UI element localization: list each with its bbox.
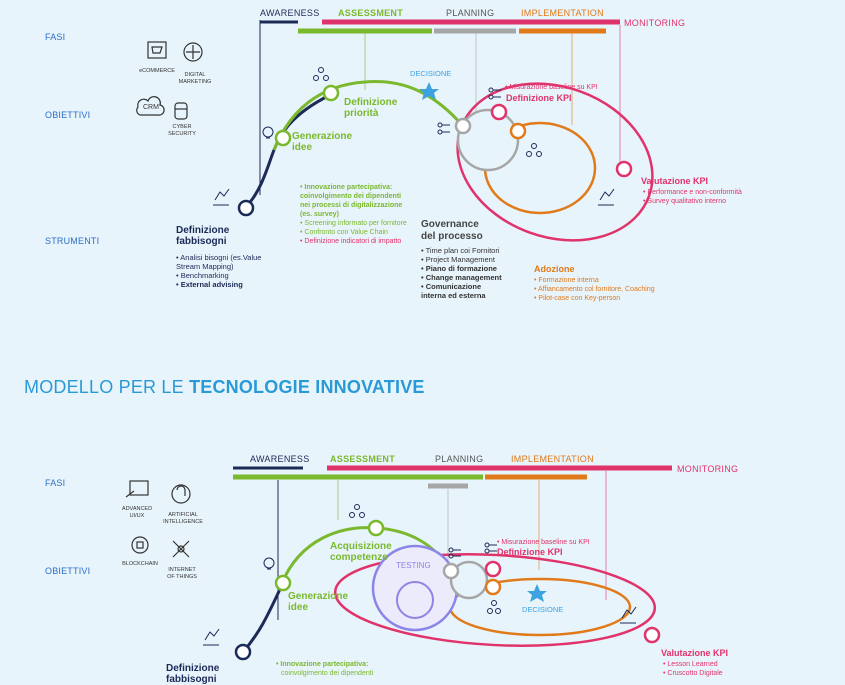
idee-item: • Definizione indicatori di impatto [300,238,402,245]
phase-implementation: IMPLEMENTATION [521,8,604,18]
section-title: MODELLO PER LE TECNOLOGIE INNOVATIVE [24,377,425,397]
phase-assessment: ASSESSMENT [338,8,404,18]
bottom-phase-awareness: AWARENESS [250,454,310,464]
acquisizione-label: Acquisizione competenze [330,541,392,563]
top-generazione-idee-label: Generazione idee [292,131,353,153]
advanced-uiux-label: ADVANCED UI/UX [121,506,153,519]
phase-awareness: AWARENESS [260,8,320,18]
valutazione-item: • Performance e non-conformità [643,189,742,196]
bottom-process-curve [241,526,657,653]
bottom-generazione-idee-label: Generazione idee [288,591,349,613]
valutazione-item: • Survey qualitativo interno [643,198,727,205]
idee-item: • Innovazione partecipativa: coinvolgime… [300,184,403,218]
bottom-definizione-fabbisogni-label: Definizione fabbisogni [166,663,220,685]
bottom-definizione-kpi-label: Definizione KPI [497,547,563,557]
top-kpi-note: • Misurazione baseline su KPI [505,84,598,91]
crm-label: CRM [143,104,159,111]
fabbisogni-item: • External advising [176,280,243,289]
fabbisogni-item: • Benchmarking [176,271,229,280]
blockchain-label: BLOCKCHAIN [122,561,158,567]
adozione-item: • Pilot-case con Key-person [534,295,621,302]
bottom-phase-planning: PLANNING [435,454,484,464]
governance-title: Governance del processo [421,219,483,242]
bottom-phase-assessment: ASSESSMENT [330,454,396,464]
bottom-kpi-note: • Misurazione baseline su KPI [497,539,590,546]
objective-icons [125,41,203,558]
ecommerce-label: eCOMMERCE [139,68,175,74]
top-nodes [237,82,633,217]
bottom-valutazione-list: • Lesson Learned • Cruscotto Digitale [663,660,763,678]
governance-item: • Project Management [421,255,495,264]
adozione-item: • Formazione interna [534,277,599,284]
idee-item: coinvolgimento dei dipendenti [281,670,374,677]
idee-list: • Innovazione partecipativa: coinvolgime… [300,183,412,246]
adozione-item: • Affiancamento col fornitore, Coaching [534,286,655,293]
fabbisogni-item: • Analisi bisogni (es.Value Stream Mappi… [176,253,262,271]
lightbulb-icon [262,126,275,570]
top-definizione-fabbisogni-label: Definizione fabbisogni [176,225,230,247]
top-phase-bars [259,19,621,195]
bottom-decisione-label: DECISIONE [522,605,564,614]
bottom-phase-implementation: IMPLEMENTATION [511,454,594,464]
governance-list: • Time plan coi Fornitori • Project Mana… [421,246,506,300]
idee-item: • Screening informato per fornitore [300,220,407,227]
adozione-list: • Formazione interna • Affiancamento col… [534,276,684,303]
bottom-phase-bars [233,465,672,620]
valutazione-item: • Cruscotto Digitale [663,670,723,677]
digital-marketing-label: DIGITAL MARKETING [178,72,212,85]
fasi-label: FASI [45,32,66,42]
ai-label: ARTIFICIAL INTELLIGENCE [163,512,203,525]
idee-item: • Innovazione partecipativa: [276,661,369,668]
governance-item: • Comunicazione interna ed esterna [421,282,486,300]
top-process-curve [244,80,654,242]
definizione-priorita-label: Definizione priorità [344,97,398,119]
bottom-idee-list: • Innovazione partecipativa: coinvolgime… [276,660,396,678]
obiettivi-label: OBIETTIVI [45,110,91,120]
valutazione-list: • Performance e non-conformità • Survey … [643,188,773,206]
bottom-phase-monitoring: MONITORING [677,464,739,474]
fabbisogni-list: • Analisi bisogni (es.Value Stream Mappi… [176,253,276,289]
bottom-obiettivi-label: OBIETTIVI [45,566,91,576]
top-decisione-label: DECISIONE [410,69,452,78]
hand-chart-icon [203,188,637,646]
phase-monitoring: MONITORING [624,18,686,28]
governance-item: • Time plan coi Fornitori [421,246,500,255]
governance-item: • Piano di formazione [421,264,497,273]
adozione-label: Adozione [534,264,575,274]
bottom-nodes [234,519,661,661]
bottom-fasi-label: FASI [45,478,66,488]
phase-planning: PLANNING [446,8,495,18]
process-icon [437,87,501,559]
iot-label: INTERNET OF THINGS [167,567,197,580]
valutazione-item: • Lesson Learned [663,661,718,668]
testing-label: TESTING [396,561,431,570]
top-valutazione-kpi-label: Valutazione KPI [641,176,709,186]
cyber-security-label: CYBER SECURITY [168,124,196,137]
people-icon [313,67,542,614]
strumenti-label: STRUMENTI [45,236,100,246]
bottom-valutazione-kpi-label: Valutazione KPI [661,648,729,658]
idee-item: • Confronto con Value Chain [300,229,388,236]
governance-item: • Change management [421,273,502,282]
top-definizione-kpi-label: Definizione KPI [506,93,572,103]
